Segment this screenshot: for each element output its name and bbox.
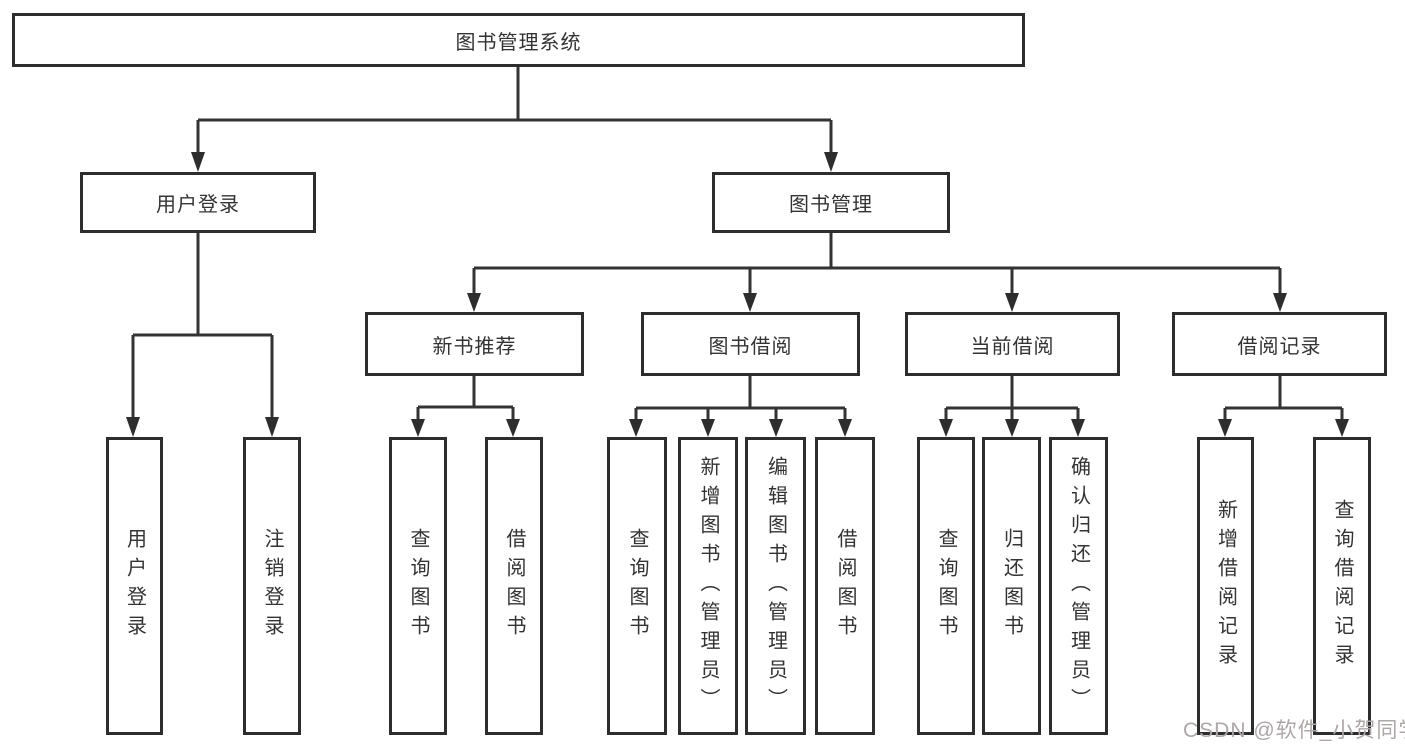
leaf-confirm-return-admin: 确认归还（管理员） xyxy=(1049,437,1108,735)
node-root-label: 图书管理系统 xyxy=(455,31,582,54)
leaf-query-books-borrow: 查询图书 xyxy=(607,437,667,735)
leaf-edit-books-admin-label: 编辑图书（管理员） xyxy=(764,455,787,717)
node-book-management: 图书管理 xyxy=(712,172,950,233)
leaf-add-books-admin-label: 新增图书（管理员） xyxy=(697,455,719,717)
leaf-logout: 注销登录 xyxy=(243,437,301,735)
connector-new-book-branch xyxy=(416,376,515,421)
leaf-logout-label: 注销登录 xyxy=(261,528,283,644)
node-book-borrow-label: 图书借阅 xyxy=(708,335,793,358)
connector-borrow-records-branch xyxy=(1223,376,1344,421)
node-new-book-recommend-label: 新书推荐 xyxy=(432,335,517,358)
node-user-login-label: 用户登录 xyxy=(156,194,240,216)
leaf-add-borrow-record: 新增借阅记录 xyxy=(1197,437,1254,735)
leaf-query-books-recommend: 查询图书 xyxy=(389,437,447,735)
node-current-borrow-label: 当前借阅 xyxy=(970,335,1055,358)
connector-current-borrow-branch xyxy=(944,376,1080,421)
leaf-user-login-label: 用户登录 xyxy=(123,528,146,644)
leaf-user-login: 用户登录 xyxy=(106,437,163,735)
leaf-add-borrow-record-label: 新增借阅记录 xyxy=(1214,499,1237,673)
watermark: CSDN @软件_小贺同学 xyxy=(1183,719,1405,742)
leaf-edit-books-admin: 编辑图书（管理员） xyxy=(745,437,806,735)
leaf-query-borrow-record: 查询借阅记录 xyxy=(1313,437,1371,735)
node-book-management-label: 图书管理 xyxy=(789,194,873,216)
node-borrow-records-label: 借阅记录 xyxy=(1237,335,1322,358)
leaf-return-books: 归还图书 xyxy=(982,437,1041,735)
leaf-query-books-current: 查询图书 xyxy=(917,437,975,735)
node-user-login: 用户登录 xyxy=(80,172,316,233)
leaf-query-books-borrow-label: 查询图书 xyxy=(626,528,648,644)
node-current-borrow: 当前借阅 xyxy=(905,312,1120,376)
node-borrow-records: 借阅记录 xyxy=(1172,312,1387,376)
node-new-book-recommend: 新书推荐 xyxy=(365,312,584,376)
leaf-borrow-books: 借阅图书 xyxy=(815,437,875,735)
leaf-borrow-books-recommend-label: 借阅图书 xyxy=(503,528,525,644)
connector-book-management-branch xyxy=(472,233,1282,294)
leaf-return-books-label: 归还图书 xyxy=(1000,528,1023,644)
leaf-add-books-admin: 新增图书（管理员） xyxy=(678,437,738,735)
connector-user-login-branch xyxy=(131,233,274,419)
connector-book-borrow-branch xyxy=(634,376,847,421)
node-book-borrow: 图书借阅 xyxy=(641,312,860,376)
leaf-borrow-books-recommend: 借阅图书 xyxy=(485,437,543,735)
connector-root-to-level2 xyxy=(196,67,833,154)
leaf-query-books-current-label: 查询图书 xyxy=(935,528,957,644)
leaf-confirm-return-admin-label: 确认归还（管理员） xyxy=(1067,455,1090,717)
node-root: 图书管理系统 xyxy=(12,13,1025,67)
leaf-query-books-recommend-label: 查询图书 xyxy=(407,528,429,644)
leaf-borrow-books-label: 借阅图书 xyxy=(834,528,856,644)
leaf-query-borrow-record-label: 查询借阅记录 xyxy=(1331,499,1353,673)
